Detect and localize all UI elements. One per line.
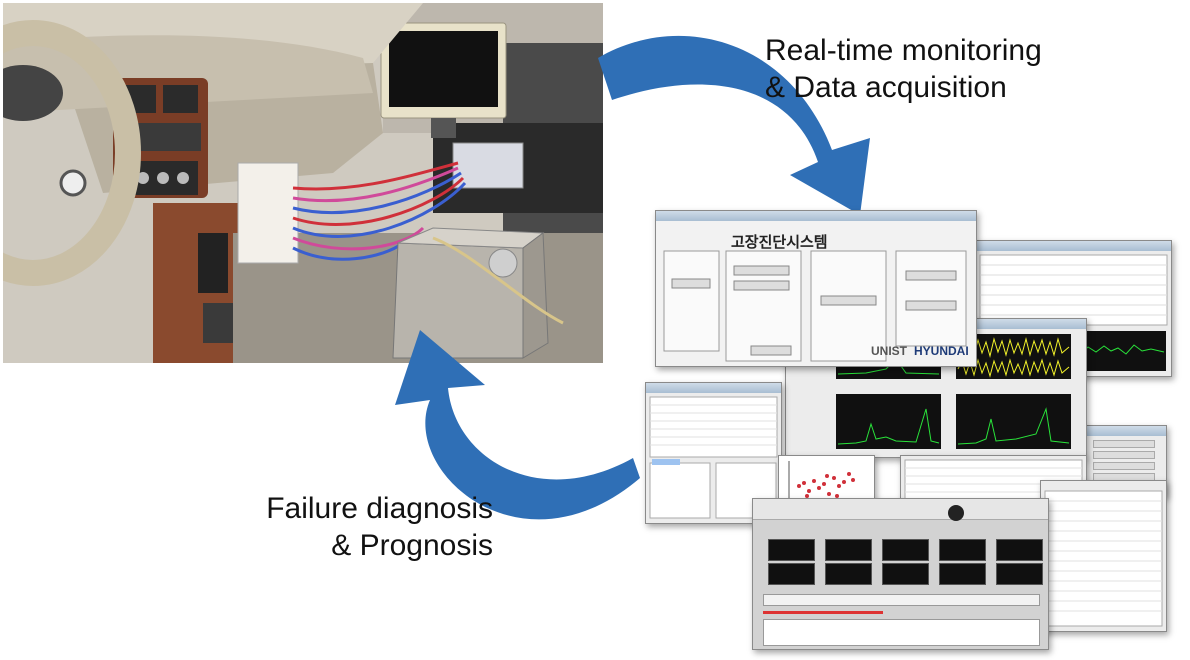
monitoring-caption: Real-time monitoring & Data acquisition [765,32,1042,106]
main-window-title: 고장진단시스템 [731,233,828,251]
car-test-rig-illustration [3,3,603,363]
cycle-arrow-top [598,35,870,215]
diagnosis-caption: Failure diagnosis & Prognosis [180,490,493,564]
result-table-grid [649,396,778,519]
monitoring-window [752,498,1049,650]
result-table-window [645,382,782,524]
list-window [1040,480,1167,632]
flow-diagram-panels [663,250,967,362]
monitoring-caption-line-1: Real-time monitoring [765,34,1042,67]
cycle-arrow-bottom [395,330,640,520]
data-table-grid [979,254,1168,371]
diagnosis-caption-line-1: Failure diagnosis [266,492,493,525]
list-grid [1044,490,1163,627]
car-test-rig-photo [3,3,603,363]
diagnosis-main-window: 고장진단시스템 UNIST HYUNDAI [655,210,977,367]
hyundai-logo: HYUNDAI [914,344,969,358]
monitoring-caption-line-2: & Data acquisition [765,71,1007,104]
unist-logo: UNIST [871,344,907,358]
diagnosis-caption-line-2: & Prognosis [331,529,493,562]
